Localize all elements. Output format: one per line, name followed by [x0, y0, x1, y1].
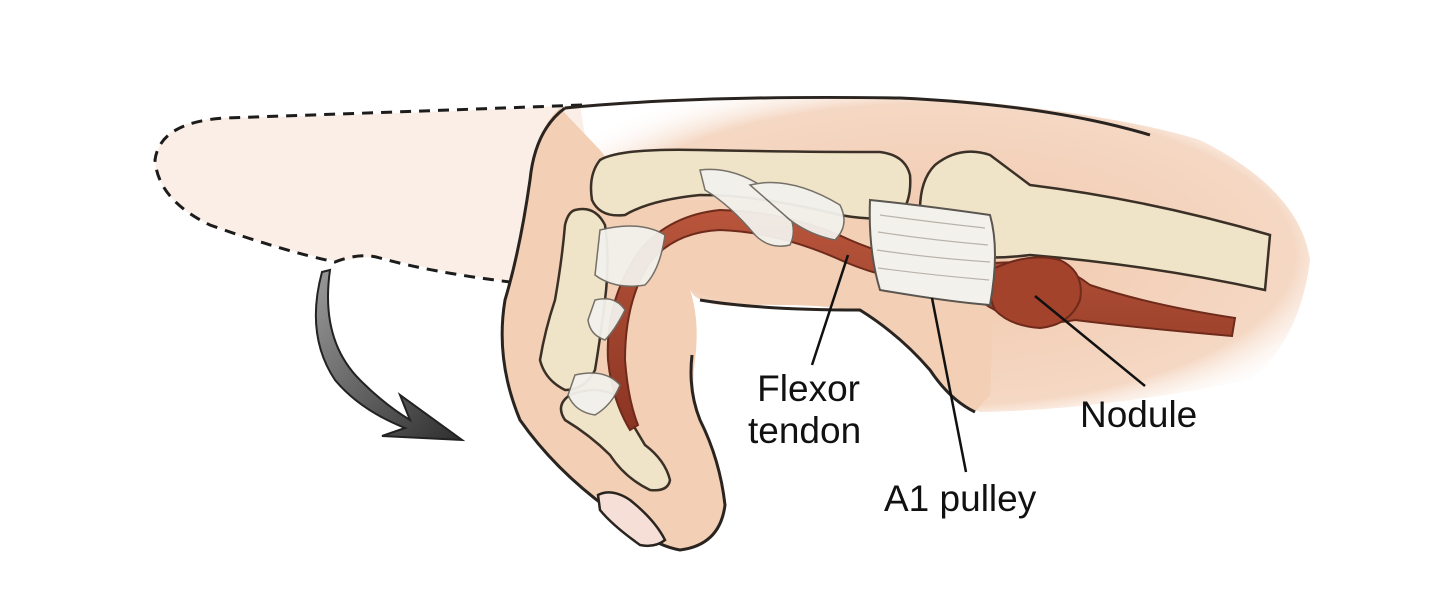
extended-finger-dashed-line: [153, 103, 583, 284]
a1-pulley-fibers: [876, 214, 991, 281]
flexor-tendon-leader-line: [810, 254, 850, 366]
a1-pulley-label: A1 pulley: [884, 478, 1037, 519]
palm-crease-outline: [699, 298, 976, 414]
nodule: [989, 256, 1082, 330]
a1-pulley: [868, 198, 996, 307]
flexion-arrow-icon: [314, 268, 466, 442]
nodule-label: Nodule: [1080, 394, 1198, 435]
flexor-tendon-label: Flexor tendon: [748, 368, 861, 452]
a1-pulley-leader-line: [930, 297, 968, 473]
extended-finger-outline: [155, 105, 600, 282]
nodule-leader-line: [1034, 295, 1146, 387]
flexor-tendon-label-line1: Flexor: [757, 368, 860, 409]
flexor-tendon: [606, 208, 1237, 432]
dorsal-skin-edge: [564, 95, 1151, 137]
bent-finger-outline: [500, 106, 727, 552]
proximal-pulleys: [567, 168, 845, 416]
flexor-tendon-label-line2: tendon: [748, 410, 862, 451]
fingernail: [596, 491, 667, 548]
